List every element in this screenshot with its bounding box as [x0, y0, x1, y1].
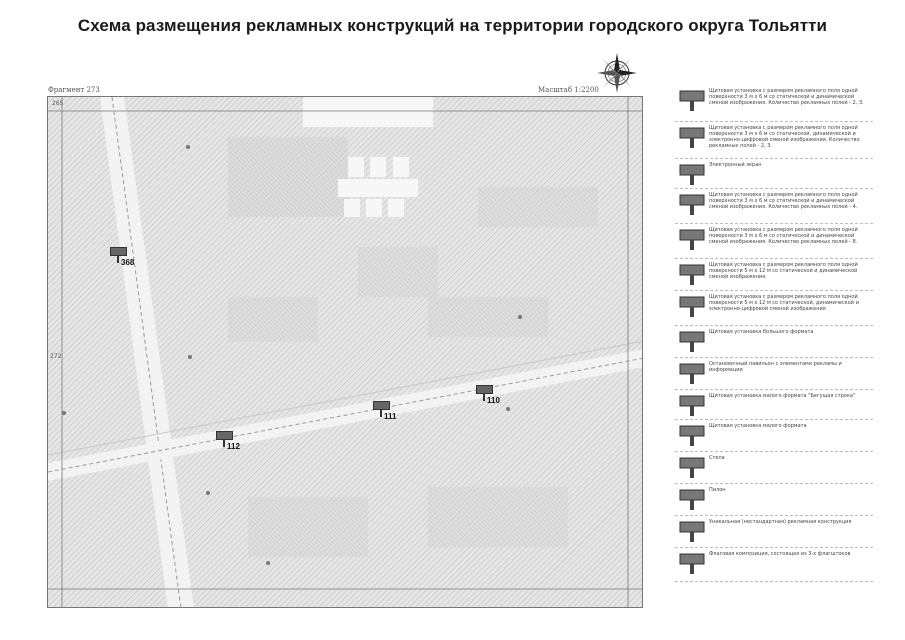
flag-composition-icon — [679, 553, 705, 579]
legend-item: Щитовая установка с размером рекламного … — [675, 86, 873, 122]
page-title: Схема размещения рекламных конструкций н… — [77, 16, 828, 35]
legend-text: Щитовая установка с размером рекламного … — [709, 294, 859, 312]
legend-item: Уникальная (нестандартная) рекламная кон… — [675, 517, 873, 548]
legend-text: Щитовая установка с размером рекламного … — [709, 227, 858, 245]
unique-icon — [679, 521, 705, 547]
pin-number: 111 — [384, 412, 397, 421]
legend-item: Щитовая установка малого формата — [675, 421, 873, 452]
legend-text: Уникальная (нестандартная) рекламная кон… — [709, 519, 852, 525]
legend-text: Пилон — [709, 487, 726, 493]
legend-text: Стела — [709, 455, 725, 461]
small-format-icon — [679, 425, 705, 451]
legend-item: Щитовая установка с размером рекламного … — [675, 260, 873, 291]
legend-item: Щитовая установка с размером рекламного … — [675, 123, 873, 159]
city-format-icon — [679, 395, 705, 421]
pin-number: 112 — [227, 442, 240, 451]
legend-text: Остановочный павильон с элементами рекла… — [709, 361, 842, 373]
pin-number: 110 — [487, 396, 500, 405]
legend-item: Щитовая установка малого формата "Бегуща… — [675, 391, 873, 420]
legend-text: Флаговая композиция, состоящая из 3-х фл… — [709, 551, 851, 557]
legend-item: Щитовая установка с размером рекламного … — [675, 292, 873, 326]
legend-item: Щитовая установка большого формата — [675, 327, 873, 358]
legend-item: Остановочный павильон с элементами рекла… — [675, 359, 873, 390]
pavilion-icon — [679, 363, 705, 389]
map-fragment[interactable]: 265 272 368 111 110 112 — [47, 96, 643, 608]
legend-item: Пилон — [675, 485, 873, 516]
pin-number: 368 — [121, 258, 135, 267]
legend-text: Электронный экран — [709, 162, 762, 168]
billboard-4-icon — [679, 194, 705, 220]
legend-item: Щитовая установка с размером рекламного … — [675, 190, 873, 224]
billboard-digital-icon — [679, 127, 705, 153]
grid-code-left: 272 — [50, 353, 62, 360]
legend-text: Щитовая установка малого формата — [709, 423, 807, 429]
map-canvas — [48, 97, 642, 607]
stela-icon — [679, 457, 705, 483]
billboard-5x12-icon — [679, 264, 705, 290]
legend-text: Щитовая установка с размером рекламного … — [709, 192, 858, 210]
fragment-label: Фрагмент 273 — [48, 86, 100, 94]
billboard-8-icon — [679, 229, 705, 255]
grid-code-top: 265 — [52, 100, 64, 107]
legend-text: Щитовая установка малого формата "Бегуща… — [709, 393, 856, 399]
electronic-screen-icon — [679, 164, 705, 190]
legend-item: Электронный экран — [675, 160, 873, 189]
legend-item: Щитовая установка с размером рекламного … — [675, 225, 873, 259]
pylon-icon — [679, 489, 705, 515]
legend-text: Щитовая установка с размером рекламного … — [709, 125, 860, 149]
legend-text: Щитовая установка с размером рекламного … — [709, 88, 864, 106]
billboard-icon — [679, 90, 705, 116]
billboard-5x12-digital-icon — [679, 296, 705, 322]
legend-text: Щитовая установка с размером рекламного … — [709, 262, 858, 280]
legend-text: Щитовая установка большого формата — [709, 329, 814, 335]
compass-rose-icon — [597, 53, 637, 93]
large-format-icon — [679, 331, 705, 357]
legend-item: Стела — [675, 453, 873, 484]
scale-label: Масштаб 1:2200 — [538, 86, 599, 94]
legend-item: Флаговая композиция, состоящая из 3-х фл… — [675, 549, 873, 582]
